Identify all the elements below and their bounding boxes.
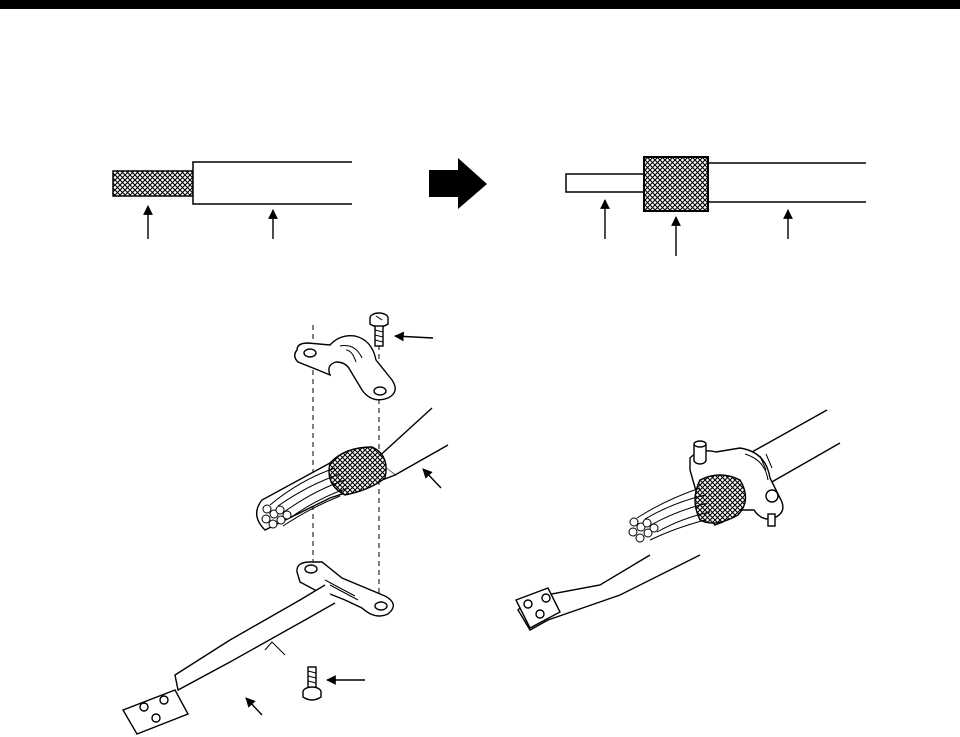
arrow-right-icon [429,158,487,209]
shielded-cable-bundle [257,408,448,530]
cable-pointer-arrow [423,469,441,488]
lower-clamp-ground-strap [123,562,393,734]
strap-pointer-arrow [246,698,262,715]
cable-sheath-outline [193,162,352,204]
top-screw-pointer-arrow [395,336,433,338]
top-screw [370,313,388,346]
cable-clamp-assembled-view [516,410,840,630]
bottom-screw [303,667,321,700]
inner-conductor-sheath [566,174,644,192]
outer-cable-sheath [706,163,866,202]
cable-clamp-exploded-view [123,313,448,734]
braid-folded-back-diagram [566,157,866,256]
stripped-cable-diagram [113,162,352,239]
folded-shield-braid [644,157,708,211]
exposed-shield-braid [113,171,193,196]
